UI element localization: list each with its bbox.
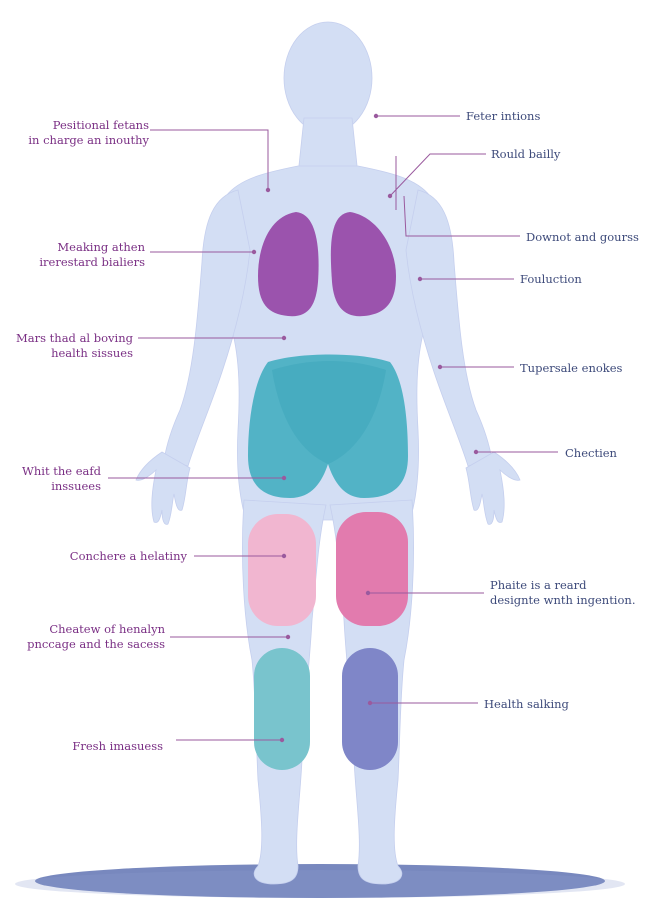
left-calf <box>254 648 310 770</box>
label-line: health sissues <box>51 346 133 360</box>
label-left-4: Whit the eafd inssuees <box>22 464 101 494</box>
right-arm <box>405 189 493 467</box>
label-left-5: Conchere a helatiny <box>70 549 187 564</box>
label-line: Cheatew of henalyn <box>49 622 165 636</box>
left-arm <box>163 189 251 467</box>
dot <box>437 364 443 370</box>
label-line: Downot and gourss <box>526 230 639 244</box>
right-hand <box>465 451 521 525</box>
label-left-3: Mars thad al boving health sissues <box>16 331 133 361</box>
left-lung <box>258 212 319 317</box>
dot <box>373 113 379 119</box>
dot <box>279 737 285 743</box>
label-line: designte wnth ingention. <box>490 593 636 607</box>
label-right-3: Downot and gourss <box>526 230 639 245</box>
dot <box>417 276 423 282</box>
label-right-8: Health salking <box>484 697 569 712</box>
dot <box>365 590 371 596</box>
label-line: Whit the eafd <box>22 464 101 478</box>
label-line: Tupersale enokes <box>520 361 623 375</box>
label-right-2: Rould bailly <box>491 147 560 162</box>
label-line: inssuees <box>51 479 101 493</box>
label-left-7: Fresh imasuess <box>72 739 163 754</box>
dot <box>281 553 287 559</box>
leader-lines <box>108 115 558 741</box>
leader-right-4 <box>403 195 520 237</box>
head <box>283 21 373 135</box>
dot <box>251 249 257 255</box>
right-lung <box>330 212 396 317</box>
label-line: Chectien <box>565 446 617 460</box>
anchor-dots <box>251 113 479 743</box>
label-left-1: Pesitional fetans in charge an inouthy <box>28 118 149 148</box>
label-line: Fresh imasuess <box>72 739 163 753</box>
label-line: irerestard bialiers <box>39 255 145 269</box>
left-hand <box>135 451 191 525</box>
leader-right-2 <box>389 153 486 197</box>
left-thigh <box>248 514 316 626</box>
label-line: Health salking <box>484 697 569 711</box>
label-right-6: Chectien <box>565 446 617 461</box>
label-left-6: Cheatew of henalyn pnccage and the saces… <box>27 622 165 652</box>
label-line: Meaking athen <box>57 240 145 254</box>
label-right-1: Feter intions <box>466 109 540 124</box>
label-right-7: Phaite is a reard designte wnth ingentio… <box>490 578 635 608</box>
dot <box>281 475 287 481</box>
dot <box>473 449 479 455</box>
ground-shadow <box>35 864 605 898</box>
label-left-2: Meaking athen irerestard bialiers <box>39 240 145 270</box>
label-line: Fouluction <box>520 272 582 286</box>
dot <box>367 700 373 706</box>
label-line: Phaite is a reard <box>490 578 587 592</box>
label-line: Feter intions <box>466 109 541 123</box>
right-calf <box>342 648 398 770</box>
label-line: Rould bailly <box>491 147 561 161</box>
label-line: Pesitional fetans <box>52 118 149 132</box>
label-right-5: Tupersale enokes <box>520 361 622 376</box>
label-right-4: Fouluction <box>520 272 582 287</box>
ground-shadow-soft <box>15 870 625 898</box>
leader-left-1 <box>150 129 269 190</box>
dot <box>265 187 271 193</box>
label-line: pnccage and the sacess <box>27 637 165 651</box>
dot <box>281 335 287 341</box>
right-thigh <box>336 512 408 626</box>
pelvis-inner <box>272 361 386 464</box>
dot <box>285 634 291 640</box>
dot <box>387 193 393 199</box>
label-line: Conchere a helatiny <box>69 549 187 563</box>
label-line: in charge an inouthy <box>28 133 149 147</box>
label-line: Mars thad al boving <box>15 331 133 345</box>
